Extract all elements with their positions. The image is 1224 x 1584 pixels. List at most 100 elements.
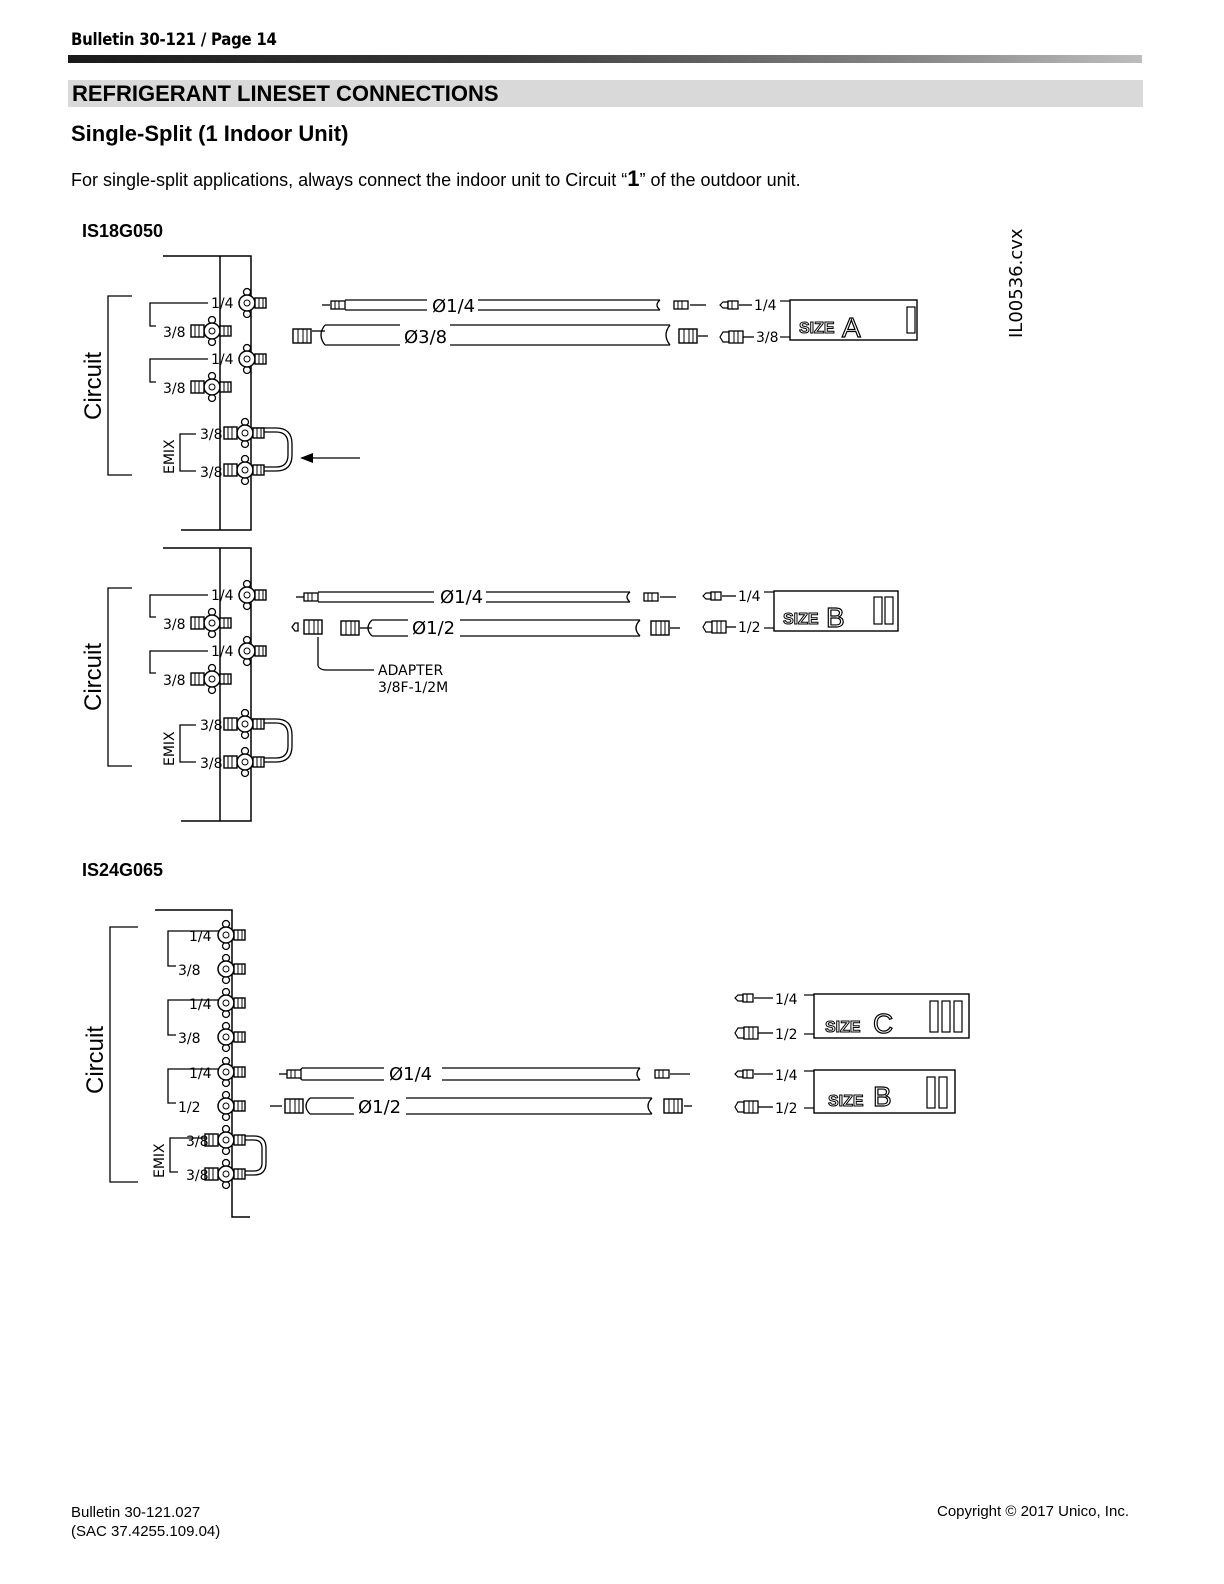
footer-bulletin: Bulletin 30-121.027 (SAC 37.4255.109.04) xyxy=(71,1503,220,1541)
lineset-tube xyxy=(270,1097,692,1115)
pipe-cap-icon xyxy=(734,993,754,1003)
outdoor-unit-panel-1 xyxy=(163,255,252,531)
port-size-label: 3/8 xyxy=(163,673,186,689)
port-size-label: 3/8 xyxy=(163,617,186,633)
tube-diameter-label: Ø1/4 xyxy=(389,1064,432,1085)
valve-cap-icon xyxy=(190,324,205,338)
section-band xyxy=(68,80,1143,107)
footer-sac-number: (SAC 37.4255.109.04) xyxy=(71,1523,221,1540)
pipe-cap-icon xyxy=(702,620,727,634)
adapter-fitting-icon xyxy=(303,619,323,635)
port-size-label: 1/4 xyxy=(189,929,212,945)
valve-cap-icon xyxy=(223,717,238,731)
emix-label: EMIX xyxy=(162,439,178,474)
port-size-label: 3/8 xyxy=(200,718,223,734)
flare-fitting-icon xyxy=(654,1069,670,1079)
flare-fitting-icon xyxy=(292,328,312,344)
valve-cap-icon xyxy=(190,672,205,686)
intro-paragraph: For single-split applications, always co… xyxy=(71,166,801,192)
port-size-label: 1/4 xyxy=(211,296,234,312)
model-label-is18g050: IS18G050 xyxy=(82,221,164,241)
port-size-label: 1/4 xyxy=(775,992,798,1008)
port-size-label: 1/2 xyxy=(178,1100,201,1116)
valve-icon xyxy=(238,343,267,375)
port-size-label: 3/8 xyxy=(178,963,201,979)
port-size-label: 1/2 xyxy=(775,1027,798,1043)
lineset-tube xyxy=(360,619,680,637)
flare-fitting-icon xyxy=(650,620,670,636)
size-tag-word: SIZE xyxy=(828,1093,864,1110)
port-size-label: 1/4 xyxy=(738,589,761,605)
running-header: Bulletin 30-121 / Page 14 xyxy=(71,30,277,50)
lineset-tube xyxy=(322,299,706,311)
size-tag-word: SIZE xyxy=(783,611,819,628)
lineset-tube xyxy=(296,591,676,603)
tube-diameter-label: Ø1/2 xyxy=(358,1097,401,1118)
flare-fitting-icon xyxy=(330,300,346,310)
port-size-label: 3/8 xyxy=(200,756,223,772)
size-tag-word: SIZE xyxy=(799,320,835,337)
valve-icon xyxy=(238,287,267,319)
valve-icon xyxy=(203,315,232,347)
circuit-label: Circuit xyxy=(82,1026,109,1094)
valve-cap-icon xyxy=(190,616,205,630)
footer-bulletin-number: Bulletin 30-121.027 xyxy=(71,1504,201,1521)
tube-diameter-label: Ø1/4 xyxy=(440,587,483,608)
adapter-label-line1: ADAPTER xyxy=(378,663,444,679)
pipe-cap-icon xyxy=(734,1069,754,1079)
flare-fitting-icon xyxy=(303,592,319,602)
flare-fitting-icon xyxy=(643,592,659,602)
port-size-label: 3/8 xyxy=(200,427,223,443)
tube-diameter-label: Ø1/2 xyxy=(412,618,455,639)
size-tag-letter: B xyxy=(873,1081,892,1112)
size-tag-letter: B xyxy=(826,602,845,633)
valve-cap-icon xyxy=(223,426,238,440)
valve-cap-icon xyxy=(223,463,238,477)
footer-copyright: Copyright © 2017 Unico, Inc. xyxy=(937,1503,1129,1520)
subsection-title: Single-Split (1 Indoor Unit) xyxy=(71,121,349,146)
emix-label: EMIX xyxy=(152,1143,168,1178)
lineset-tube xyxy=(279,1067,690,1081)
valve-icon xyxy=(238,579,267,611)
port-size-label: 1/4 xyxy=(211,352,234,368)
pipe-cap-icon xyxy=(719,330,744,344)
header-rule xyxy=(68,55,1142,63)
port-size-label: 3/8 xyxy=(186,1168,209,1184)
outdoor-unit-panel-3 xyxy=(155,909,250,1218)
flare-fitting-icon xyxy=(663,1098,683,1114)
flare-fitting-icon xyxy=(678,328,698,344)
model-label-is24g065: IS24G065 xyxy=(82,860,164,880)
port-size-label: 1/2 xyxy=(738,620,761,636)
valve-cap-icon xyxy=(190,380,205,394)
circuit-label: Circuit xyxy=(80,352,107,420)
port-size-label: 1/4 xyxy=(775,1068,798,1084)
port-size-label: 1/4 xyxy=(189,997,212,1013)
valve-icon xyxy=(203,371,232,403)
valve-cap-icon xyxy=(223,755,238,769)
tube-diameter-label: Ø3/8 xyxy=(404,327,447,348)
intro-text-before: For single-split applications, always co… xyxy=(71,170,628,190)
pipe-cap-icon xyxy=(734,1026,759,1040)
port-size-label: 3/8 xyxy=(163,325,186,341)
pipe-cap-icon xyxy=(734,1100,759,1114)
flare-fitting-icon xyxy=(340,620,360,636)
valve-icon xyxy=(238,635,267,667)
adapter-label-line2: 3/8F-1/2M xyxy=(378,680,448,696)
section-title: REFRIGERANT LINESET CONNECTIONS xyxy=(72,81,499,106)
flare-fitting-icon xyxy=(673,300,689,310)
emix-label: EMIX xyxy=(162,731,178,766)
port-size-label: 3/8 xyxy=(163,381,186,397)
port-size-label: 3/8 xyxy=(178,1031,201,1047)
valve-icon xyxy=(203,607,232,639)
port-size-label: 1/2 xyxy=(775,1101,798,1117)
port-size-label: 1/4 xyxy=(211,588,234,604)
pipe-cap-icon xyxy=(702,591,722,601)
drawing-id: IL00536.cvx xyxy=(1006,228,1027,338)
size-tag-letter: A xyxy=(842,312,861,343)
port-size-label: 1/4 xyxy=(189,1066,212,1082)
port-size-label: 1/4 xyxy=(211,644,234,660)
intro-circuit-number: 1 xyxy=(627,166,640,191)
pipe-cap-icon xyxy=(719,300,739,310)
port-size-label: 1/4 xyxy=(754,298,777,314)
